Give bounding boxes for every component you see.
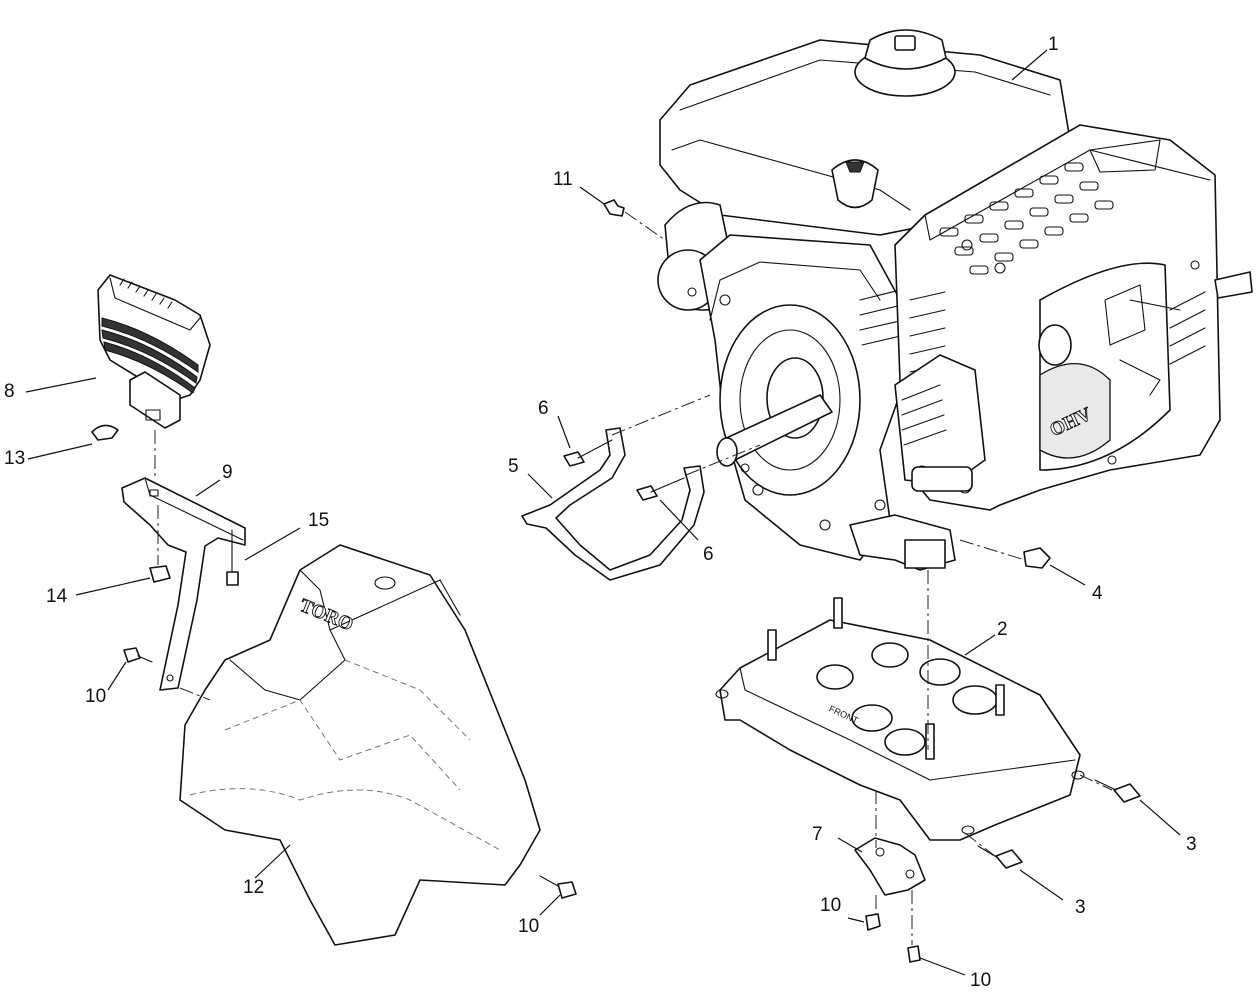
- callout-4: 4: [1092, 583, 1103, 604]
- mounting-rod: [521, 427, 705, 581]
- callout-1: 1: [1048, 34, 1059, 55]
- callout-10-shroud-left: 10: [85, 686, 106, 707]
- callout-9: 9: [222, 462, 233, 483]
- callout-7: 7: [812, 824, 823, 845]
- light-bracket: [121, 477, 246, 691]
- callout-11: 11: [553, 169, 573, 190]
- engine-mount-plate: FRONT: [715, 597, 1085, 841]
- callout-10-bracket: 10: [820, 895, 841, 916]
- callout-10-bottom: 10: [970, 970, 991, 991]
- engine: OHV: [657, 29, 1253, 571]
- small-bracket: [854, 837, 926, 896]
- callout-14: 14: [46, 586, 68, 607]
- callout-3-lower: 3: [1075, 897, 1086, 918]
- callout-5: 5: [508, 456, 519, 477]
- callout-labels: 1 2 3 3 4 5 6 6 7 8 9 10 10 10 10 11 12 …: [4, 34, 1197, 991]
- callout-6-upper: 6: [538, 398, 549, 419]
- leader-lines: [25, 49, 1181, 976]
- callout-10-shroud-right: 10: [518, 916, 539, 937]
- assembly-lines: [154, 211, 1113, 945]
- headlight: [97, 274, 211, 429]
- shroud-cover: TORO: [179, 544, 541, 946]
- fasteners: [91, 199, 1141, 963]
- callout-2: 2: [997, 619, 1008, 640]
- callout-15: 15: [308, 510, 329, 531]
- callout-13: 13: [4, 448, 25, 469]
- callout-3-upper: 3: [1186, 834, 1197, 855]
- callout-12: 12: [243, 877, 264, 898]
- callout-6-lower: 6: [703, 544, 714, 565]
- callout-8: 8: [4, 381, 15, 402]
